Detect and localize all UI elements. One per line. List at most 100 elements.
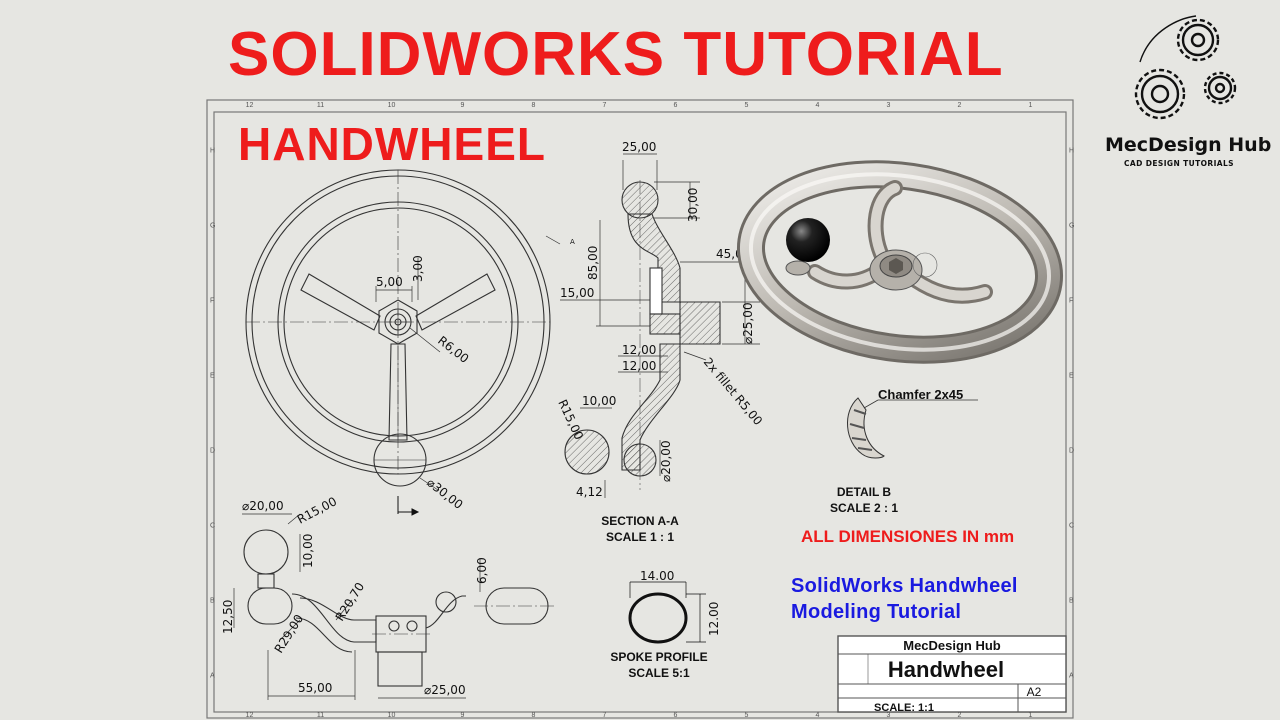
side-view: [233, 513, 556, 700]
border-col-label: 8: [532, 712, 536, 719]
border-col-label: 12: [246, 712, 254, 719]
title-block: [837, 635, 1067, 713]
section-scale: SCALE 1 : 1: [606, 530, 674, 544]
border-row-label: G: [1069, 223, 1074, 230]
border-col-label: 10: [388, 712, 396, 719]
border-col-label: 4: [816, 102, 820, 109]
drawing-border: [206, 99, 1074, 719]
logo-tagline: CAD DESIGN TUTORIALS: [1124, 159, 1234, 168]
detail-note: Chamfer 2x45: [878, 387, 963, 402]
dim-hub: 3,00: [411, 255, 425, 282]
border-col-label: 11: [317, 102, 324, 109]
detail-scale: SCALE 2 : 1: [830, 501, 898, 515]
side-dim-55: 55,00: [298, 681, 332, 695]
border-col-label: 11: [317, 712, 324, 719]
dim-fillet: 2x fillet R5,00: [701, 355, 766, 428]
border-col-label: 5: [745, 102, 749, 109]
border-row-label: E: [1069, 373, 1074, 380]
spoke-scale: SCALE 5:1: [628, 666, 690, 680]
dim-ring-height: 30,00: [686, 188, 700, 222]
border-row-label: C: [210, 523, 215, 530]
side-dim-1250: 12,50: [221, 600, 235, 634]
section-arrow-marker: [397, 496, 420, 516]
side-dim-r15: R15,00: [295, 494, 339, 526]
title-block-text: MecDesign Hub Handwheel A2 SCALE: 1:1: [874, 638, 1042, 714]
gears-icon: [1134, 15, 1237, 120]
dim-12b: 12,00: [622, 359, 656, 373]
title-block-part: Handwheel: [888, 657, 1004, 682]
border-row-label: G: [210, 223, 215, 230]
section-label: SECTION A-A: [601, 514, 679, 528]
dim-20: ⌀20,00: [659, 440, 673, 482]
border-row-label: D: [1069, 448, 1074, 455]
border-row-label: B: [210, 598, 215, 605]
spoke-label: SPOKE PROFILE: [610, 650, 707, 664]
spoke-profile-text: 14.00 12.00 SPOKE PROFILE SCALE 5:1: [610, 569, 721, 680]
border-col-label: 10: [388, 102, 396, 109]
border-row-label: C: [1069, 523, 1074, 530]
border-row-label: A: [1069, 673, 1074, 680]
border-col-label: 3: [887, 712, 891, 719]
side-dim-6: 6,00: [475, 557, 489, 584]
title-block-scale: SCALE: 1:1: [874, 702, 934, 714]
section-marker: A: [570, 238, 575, 246]
border-col-label: 4: [816, 712, 820, 719]
tutorial-note-line-1: SolidWorks Handwheel: [791, 575, 1018, 597]
logo-name: MecDesign Hub: [1105, 134, 1272, 156]
isometric-view: [736, 160, 1064, 364]
section-view-caption: SECTION A-A SCALE 1 : 1: [601, 514, 679, 544]
dim-412: 4,12: [576, 485, 603, 499]
detail-view: [846, 397, 978, 459]
title-block-company: MecDesign Hub: [903, 638, 1001, 653]
border-col-label: 7: [603, 102, 607, 109]
main-title: SOLIDWORKS TUTORIAL: [228, 20, 1004, 89]
dim-12a: 12,00: [622, 343, 656, 357]
border-col-label: 12: [246, 102, 254, 109]
dim-top-width: 25,00: [622, 140, 656, 154]
border-col-label: 1: [1029, 102, 1033, 109]
border-col-label: 2: [958, 712, 962, 719]
dim-hub-inner: 15,00: [560, 286, 594, 300]
spoke-width: 14.00: [640, 569, 674, 583]
border-row-label: B: [1069, 598, 1074, 605]
spoke-height: 12.00: [707, 602, 721, 636]
units-note: ALL DIMENSIONES IN mm: [801, 527, 1014, 546]
subtitle: HANDWHEEL: [238, 118, 546, 170]
border-row-label: E: [210, 373, 215, 380]
border-row-label: D: [210, 448, 215, 455]
detail-view-text: Chamfer 2x45 DETAIL B SCALE 2 : 1: [830, 387, 963, 515]
border-row-label: H: [210, 148, 215, 155]
dim-spoke-width: 5,00: [376, 275, 403, 289]
border-col-label: 6: [674, 712, 678, 719]
front-view: [245, 169, 551, 491]
border-row-label: F: [210, 298, 214, 305]
title-block-size: A2: [1027, 685, 1042, 699]
side-dim-25: ⌀25,00: [424, 683, 466, 697]
side-dim-10: 10,00: [301, 534, 315, 568]
dim-10: 10,00: [582, 394, 616, 408]
border-col-label: 8: [532, 102, 536, 109]
dim-hub-radius: R6,00: [435, 333, 471, 366]
border-row-label: A: [210, 673, 215, 680]
spoke-profile: [628, 581, 706, 644]
dim-rim-dia: ⌀30,00: [424, 475, 465, 512]
detail-label: DETAIL B: [837, 485, 892, 499]
border-col-label: 6: [674, 102, 678, 109]
dim-hub-dia: ⌀25,00: [741, 302, 755, 344]
side-dim-r29: R29,00: [272, 612, 307, 656]
side-dim-r2070: R20,70: [333, 580, 368, 624]
section-view: [545, 153, 760, 498]
border-col-label: 2: [958, 102, 962, 109]
border-col-label: 5: [745, 712, 749, 719]
border-col-label: 9: [461, 712, 465, 719]
border-col-label: 3: [887, 102, 891, 109]
dim-height: 85,00: [586, 246, 600, 280]
border-col-label: 7: [603, 712, 607, 719]
border-row-label: H: [1069, 148, 1074, 155]
border-col-label: 1: [1029, 712, 1033, 719]
border-col-label: 9: [461, 102, 465, 109]
side-dim-20: ⌀20,00: [242, 499, 284, 513]
